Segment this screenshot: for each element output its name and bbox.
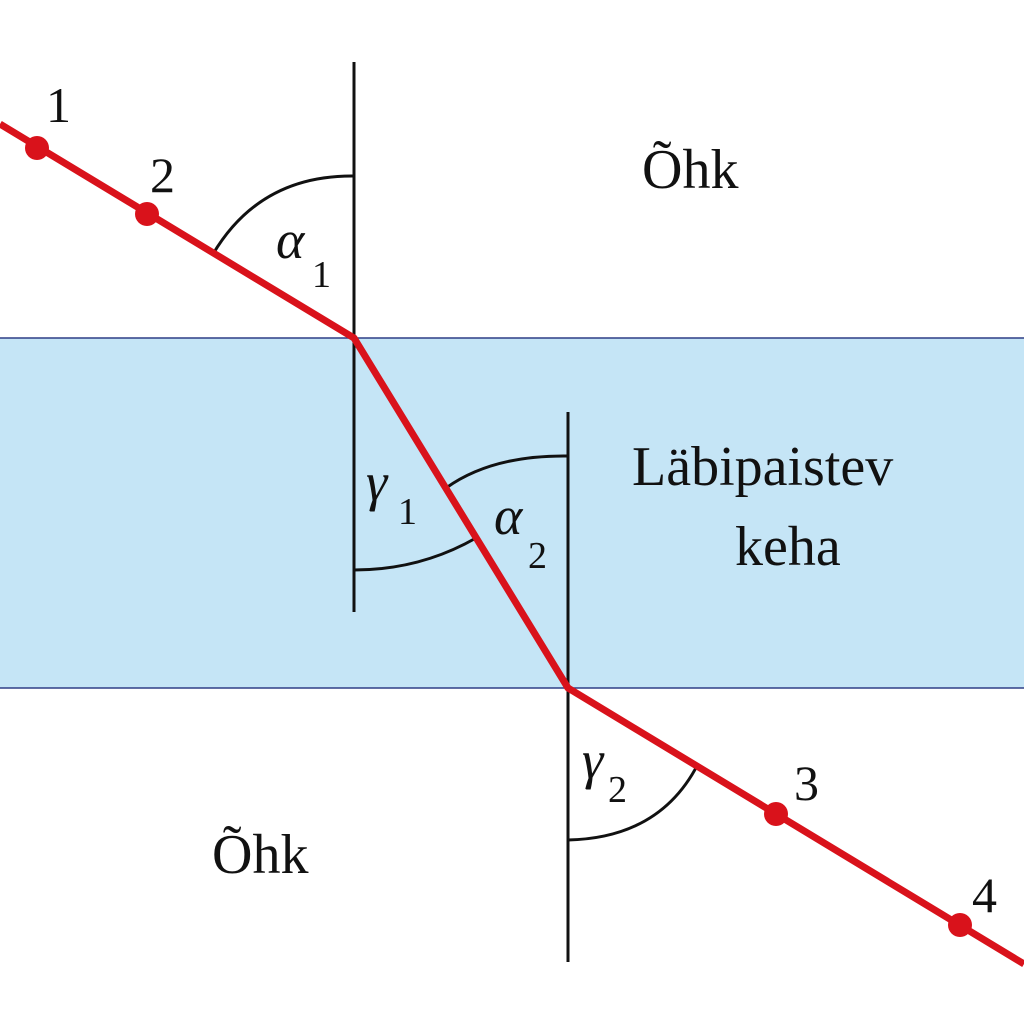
ray-point-4: [948, 913, 972, 937]
angle-arc-alpha1: [211, 174, 355, 255]
angle-arc-gamma1: [353, 536, 477, 572]
point-label-3: 3: [794, 755, 819, 811]
angle-arc-gamma2: [567, 763, 700, 842]
label-body-line2: keha: [735, 516, 841, 578]
ray-point-1: [25, 136, 49, 160]
angle-label-gamma2: γ: [582, 730, 605, 790]
angle-sub-gamma2: 2: [608, 769, 627, 811]
point-label-1: 1: [46, 77, 71, 133]
label-body-line1: Läbipaistev: [632, 436, 893, 498]
angle-arc-alpha2: [445, 454, 569, 490]
light-ray: [0, 121, 1024, 967]
angle-sub-alpha2: 2: [528, 535, 547, 577]
point-label-2: 2: [150, 147, 175, 203]
transparent-slab: [0, 338, 1024, 688]
angle-sub-alpha1: 1: [312, 254, 331, 296]
label-air-bottom: Õhk: [212, 824, 308, 886]
angle-label-gamma1: γ: [366, 452, 389, 512]
ray-point-3: [764, 802, 788, 826]
angle-sub-gamma1: 1: [398, 491, 417, 533]
ray-point-2: [135, 202, 159, 226]
label-air-top: Õhk: [642, 139, 738, 201]
angle-label-alpha1: α: [276, 210, 306, 270]
angle-label-alpha2: α: [494, 486, 524, 546]
point-label-4: 4: [972, 867, 997, 923]
